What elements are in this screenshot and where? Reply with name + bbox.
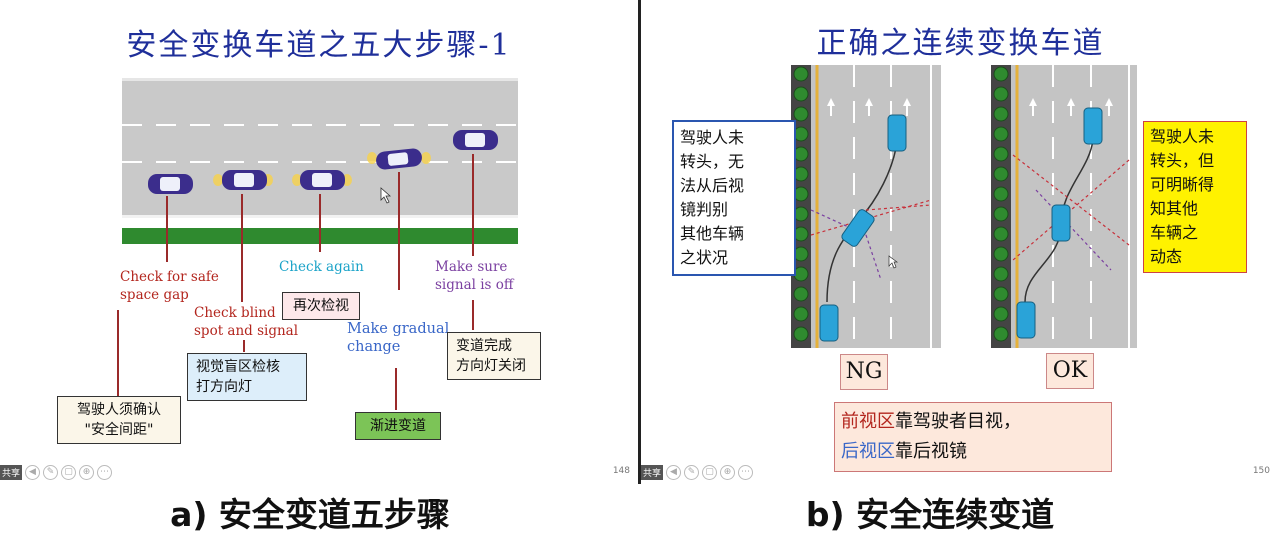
car-step-3 (292, 170, 352, 190)
car-step-1 (148, 174, 193, 194)
box-gradual: 渐进变道 (355, 412, 441, 440)
label-signal-off: Make sure signal is off (435, 259, 514, 293)
leader-line-2 (241, 194, 243, 302)
cursor-icon (380, 187, 392, 204)
box-blind-check: 视觉盲区检核 打方向灯 (187, 353, 307, 401)
box-check-again: 再次检视 (282, 292, 360, 320)
slide-divider (638, 0, 641, 484)
slide-b-title: 正确之连续变换车道 (816, 26, 1105, 61)
continuous-lane-illustration (791, 65, 1137, 348)
leader-line-5 (472, 154, 474, 256)
caption-a: a) 安全变道五步骤 (170, 495, 450, 534)
zoom-icon[interactable]: ⊕ (79, 464, 95, 480)
leader-line-9 (472, 300, 474, 330)
note-ng-explanation: 驾驶人未 转头，无 法从后视 镜判别 其他车辆 之状况 (672, 120, 796, 276)
leader-line-3 (319, 194, 321, 252)
car-step-5 (453, 130, 498, 150)
leader-line-7 (243, 340, 245, 352)
back-icon[interactable]: ◀ (666, 464, 682, 480)
front-zone-label: 前视区 (841, 411, 895, 432)
page-number-a: 148 (612, 466, 630, 476)
car-step-2 (213, 170, 273, 190)
box-confirm-gap: 驾驶人须确认 "安全间距" (57, 396, 181, 444)
leader-line-8 (395, 368, 397, 410)
slide-continuous-lane-change: 正确之连续变换车道 (641, 0, 1280, 484)
note-ok-explanation: 驾驶人未 转头，但 可明晰得 知其他 车辆之 动态 (1143, 121, 1247, 273)
zone-explanation: 前视区靠驾驶者目视， 后视区靠后视镜 (834, 402, 1112, 472)
share-label[interactable]: 共享 (0, 464, 23, 480)
car-step-4 (367, 148, 431, 170)
rear-zone-label: 后视区 (841, 441, 895, 462)
zoom-icon[interactable]: ⊕ (720, 464, 736, 480)
page-number-b: 150 (1252, 466, 1270, 476)
pen-icon[interactable]: ✎ (43, 464, 59, 480)
pen-icon[interactable]: ✎ (684, 464, 700, 480)
slide-b-toolbar: 共享 ◀ ✎ ▢ ⊕ ⋯ (641, 464, 754, 480)
copy-icon[interactable]: ▢ (61, 464, 77, 480)
slide-five-steps: 安全变换车道之五大步骤-1 (0, 0, 638, 484)
slide-a-toolbar: 共享 ◀ ✎ ▢ ⊕ ⋯ (0, 464, 113, 480)
box-lane-done: 变道完成 方向灯关闭 (447, 332, 541, 380)
leader-line-4 (398, 172, 400, 290)
leader-line-1 (166, 196, 168, 262)
slide-a-title: 安全变换车道之五大步骤-1 (126, 28, 512, 63)
ng-label: NG (840, 354, 888, 390)
more-icon[interactable]: ⋯ (97, 464, 113, 480)
more-icon[interactable]: ⋯ (738, 464, 754, 480)
label-check-again: Check again (279, 259, 364, 275)
ok-label: OK (1046, 353, 1094, 389)
leader-line-6 (117, 310, 119, 396)
back-icon[interactable]: ◀ (25, 464, 41, 480)
share-label[interactable]: 共享 (641, 464, 664, 480)
label-gradual-change: Make gradual change (347, 321, 450, 355)
label-check-blind: Check blind spot and signal (194, 305, 299, 339)
copy-icon[interactable]: ▢ (702, 464, 718, 480)
caption-b: b) 安全连续变道 (805, 495, 1055, 534)
label-check-space: Check for safe space gap (120, 269, 219, 303)
